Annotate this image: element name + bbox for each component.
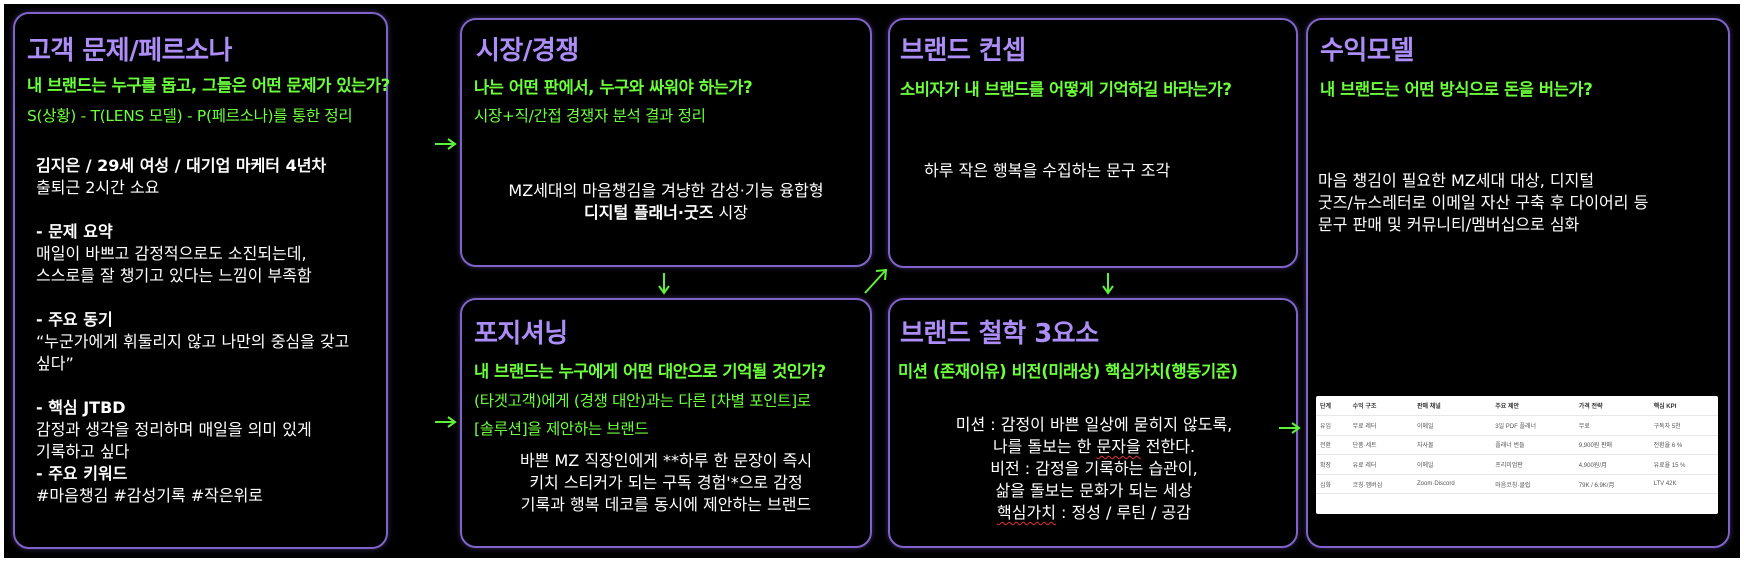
philosophy-mission-2c: 전한다. (1140, 437, 1196, 456)
persona-body: 김지은 / 29세 여성 / 대기업 마케터 4년차 출퇴근 2시간 소요 - … (36, 155, 349, 507)
persona-line: - 주요 키워드 (36, 464, 128, 483)
market-subtitle: 나는 어떤 판에서, 누구와 싸워야 하는가? (474, 78, 753, 97)
arrow-right-icon (434, 137, 458, 151)
arrow-right-icon (434, 415, 458, 429)
persona-line: 스스로를 잘 챙기고 있다는 느낌이 부족함 (36, 266, 312, 285)
table-cell: 9,900원 판매 (1574, 435, 1650, 456)
concept-line: 하루 작은 행복을 수집하는 문구 조각 (924, 161, 1171, 180)
positioning-line: 바쁜 MZ 직장인에게 **하루 한 문장이 즉시 (519, 451, 813, 470)
table-cell: 전환 (1316, 435, 1349, 456)
table-cell: 플래너 번들 (1491, 435, 1575, 456)
card-philosophy (888, 298, 1298, 548)
philosophy-mission-2b: 문자을 (1096, 437, 1141, 456)
persona-line: - 문제 요약 (36, 222, 113, 241)
persona-line: 기록하고 싶다 (36, 442, 130, 461)
persona-subtitle: 내 브랜드는 누구를 돕고, 그들은 어떤 문제가 있는가? (27, 76, 390, 95)
positioning-subtitle-2: (타겟고객)에게 (경쟁 대안)과는 다른 [차별 포인트]로 (474, 392, 811, 410)
positioning-line: 키치 스티커가 되는 구독 경험'*으로 감정 (529, 473, 803, 492)
philosophy-values: : 정성 / 루틴 / 공감 (1055, 503, 1191, 522)
philosophy-body: 미션 : 감정이 바쁜 일상에 묻히지 않도록, 나를 돌보는 한 문자을 전한… (894, 414, 1294, 524)
market-line-1: MZ세대의 마음챙김을 겨냥한 감성·기능 융합형 (508, 181, 824, 200)
table-cell: 자사몰 (1413, 435, 1492, 456)
revenue-subtitle: 내 브랜드는 어떤 방식으로 돈을 버는가? (1320, 80, 1593, 99)
table-cell: 가격 전략 (1574, 396, 1650, 417)
card-market (460, 18, 872, 267)
table-cell: LTV 42K (1649, 474, 1718, 495)
table-cell: 무료 레터 (1348, 415, 1414, 436)
philosophy-mission: 미션 : 감정이 바쁜 일상에 묻히지 않도록, (955, 415, 1233, 434)
positioning-body: 바쁜 MZ 직장인에게 **하루 한 문장이 즉시 키치 스티커가 되는 구독 … (466, 450, 866, 516)
table-row: 전환 단품·세트 자사몰 플래너 번들 9,900원 판매 전환율 6 % (1316, 435, 1718, 456)
persona-line: #마음챙김 #감성기록 #작은위로 (36, 486, 264, 505)
revenue-line: 굿즈/뉴스레터로 이메일 자산 구축 후 다이어리 등 (1318, 193, 1649, 212)
table-cell: 이메일 (1413, 454, 1492, 475)
persona-line: 출퇴근 2시간 소요 (36, 178, 160, 197)
table-cell: 이메일 (1413, 415, 1492, 436)
table-cell: 전환율 6 % (1649, 435, 1718, 456)
philosophy-title: 브랜드 철학 3요소 (900, 319, 1099, 349)
table-cell: 무료 (1574, 415, 1650, 436)
table-cell: 판매 채널 (1413, 396, 1492, 417)
concept-title: 브랜드 컨셉 (900, 36, 1026, 66)
revenue-table: 단계 수익 구조 판매 채널 주요 제안 가격 전략 핵심 KPI 유입 무료 … (1316, 396, 1718, 514)
persona-line: - 주요 동기 (36, 310, 113, 329)
philosophy-values-label: 핵심가치 (997, 503, 1056, 522)
persona-line: 김지은 / 29세 여성 / 대기업 마케터 4년차 (36, 156, 327, 175)
positioning-title: 포지셔닝 (474, 319, 568, 349)
philosophy-vision-2: 삶을 돌보는 문화가 되는 세상 (995, 481, 1193, 500)
persona-line: “누군가에게 휘둘리지 않고 나만의 중심을 갖고 (36, 332, 350, 351)
table-cell: 단품·세트 (1348, 435, 1414, 456)
table-cell: 79K / 6.9K/月 (1574, 474, 1650, 495)
table-cell: 수익 구조 (1348, 396, 1414, 417)
revenue-title: 수익모델 (1320, 36, 1414, 66)
card-persona (13, 12, 388, 549)
table-cell: 유료율 15 % (1649, 454, 1718, 475)
arrow-down-icon (1101, 272, 1115, 296)
table-cell: 단계 (1316, 396, 1349, 417)
positioning-line: 기록과 행복 데코를 동시에 제안하는 브랜드 (520, 495, 812, 514)
table-row: 유입 무료 레터 이메일 3일 PDF 플래너 무료 구독자 5천 (1316, 415, 1718, 436)
positioning-subtitle-3: [솔루션]을 제안하는 브랜드 (474, 420, 649, 438)
arrow-down-icon (657, 272, 671, 296)
arrow-right-icon (1278, 421, 1302, 435)
table-cell: 코칭·멤버십 (1348, 474, 1414, 495)
table-row: 확장 유료 레터 이메일 프리미엄판 4,900원/月 유료율 15 % (1316, 454, 1718, 475)
market-line-2-bold: 디지털 플래너·굿즈 (584, 203, 714, 222)
table-cell: 심화 (1316, 474, 1349, 495)
market-title: 시장/경쟁 (476, 36, 579, 66)
philosophy-vision: 비전 : 감정을 기록하는 습관이, (990, 459, 1198, 478)
market-subtitle-2: 시장+직/간접 경쟁자 분석 결과 정리 (474, 107, 706, 125)
persona-line: 싶다” (36, 354, 74, 373)
market-line-2: 시장 (713, 203, 748, 222)
persona-line: 감정과 생각을 정리하며 매일을 의미 있게 (36, 420, 312, 439)
revenue-line: 마음 챙김이 필요한 MZ세대 대상, 디지털 (1318, 171, 1595, 190)
table-cell: 구독자 5천 (1649, 415, 1718, 436)
table-cell: 4,900원/月 (1574, 454, 1650, 475)
table-cell: 유료 레터 (1348, 454, 1414, 475)
persona-line: 매일이 바쁘고 감정적으로도 소진되는데, (36, 244, 307, 263)
persona-subtitle-2: S(상황) - T(LENS 모델) - P(페르소나)를 통한 정리 (27, 107, 353, 125)
card-positioning (460, 298, 872, 548)
arrow-diagonal-icon (862, 266, 890, 296)
revenue-line: 문구 판매 및 커뮤니티/멤버십으로 심화 (1318, 215, 1580, 234)
positioning-subtitle: 내 브랜드는 누구에게 어떤 대안으로 기억될 것인가? (474, 362, 826, 381)
concept-subtitle: 소비자가 내 브랜드를 어떻게 기억하길 바라는가? (900, 80, 1232, 99)
philosophy-mission-2a: 나를 돌보는 한 (992, 437, 1097, 456)
table-cell: 주요 제안 (1491, 396, 1575, 417)
table-row: 심화 코칭·멤버십 Zoom·Discord 마음코칭·클럽 79K / 6.9… (1316, 474, 1718, 495)
table-cell: 유입 (1316, 415, 1349, 436)
table-row: 단계 수익 구조 판매 채널 주요 제안 가격 전략 핵심 KPI (1316, 396, 1718, 417)
table-cell: Zoom·Discord (1413, 474, 1492, 495)
philosophy-subtitle: 미션 (존재이유) 비전(미래상) 핵심가치(행동기준) (898, 362, 1238, 381)
card-concept (888, 18, 1298, 268)
table-cell: 핵심 KPI (1649, 396, 1718, 417)
market-body: MZ세대의 마음챙김을 겨냥한 감성·기능 융합형 디지털 플래너·굿즈 시장 (466, 180, 866, 224)
persona-title: 고객 문제/페르소나 (27, 36, 232, 66)
revenue-body: 마음 챙김이 필요한 MZ세대 대상, 디지털 굿즈/뉴스레터로 이메일 자산 … (1318, 170, 1648, 236)
table-cell: 프리미엄판 (1491, 454, 1575, 475)
table-cell: 3일 PDF 플래너 (1491, 415, 1575, 436)
persona-line: - 핵심 JTBD (36, 398, 126, 417)
table-cell: 확장 (1316, 454, 1349, 475)
table-cell: 마음코칭·클럽 (1491, 474, 1575, 495)
